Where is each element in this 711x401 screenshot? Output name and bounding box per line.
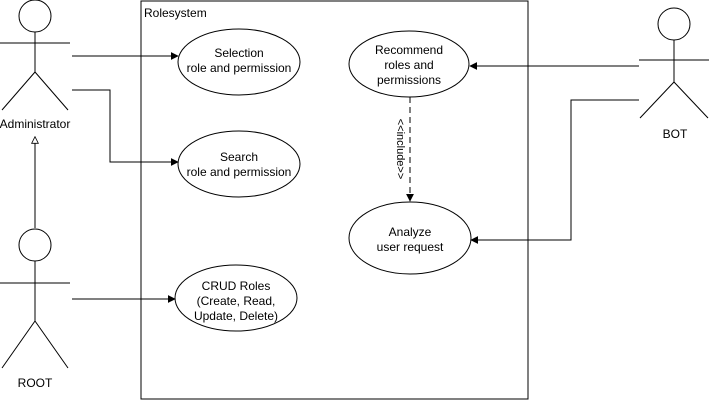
actor-bot-label: BOT	[663, 127, 688, 141]
usecase-recommend	[348, 30, 470, 98]
assoc-bot-analyze	[470, 99, 639, 244]
actor-root-label: ROOT	[18, 376, 53, 390]
usecase-selection	[177, 28, 301, 96]
usecase-crud-line3: Update, Delete)	[194, 309, 278, 323]
usecase-search-line1: Search	[220, 150, 258, 164]
usecase-crud-line2: (Create, Read,	[197, 294, 276, 308]
actor-root	[0, 228, 70, 369]
actor-bot	[639, 7, 709, 119]
usecase-recommend-line2: roles and	[384, 58, 433, 72]
usecase-analyze-line2: user request	[377, 240, 444, 254]
usecase-search-line2: role and permission	[187, 165, 292, 179]
include-label: <<include>>	[394, 119, 406, 180]
system-title: Rolesystem	[144, 6, 207, 20]
usecase-crud-line1: CRUD Roles	[202, 279, 271, 293]
usecase-selection-line2: role and permission	[187, 61, 292, 75]
usecase-selection-line1: Selection	[214, 46, 263, 60]
usecase-search	[177, 130, 301, 198]
usecase-recommend-line3: permissions	[377, 73, 441, 87]
actor-administrator-label: Administrator	[0, 117, 70, 131]
actor-administrator	[0, 0, 70, 111]
usecase-recommend-line1: Recommend	[375, 43, 443, 57]
assoc-admin-search	[72, 89, 179, 166]
usecase-analyze-line1: Analyze	[389, 225, 432, 239]
